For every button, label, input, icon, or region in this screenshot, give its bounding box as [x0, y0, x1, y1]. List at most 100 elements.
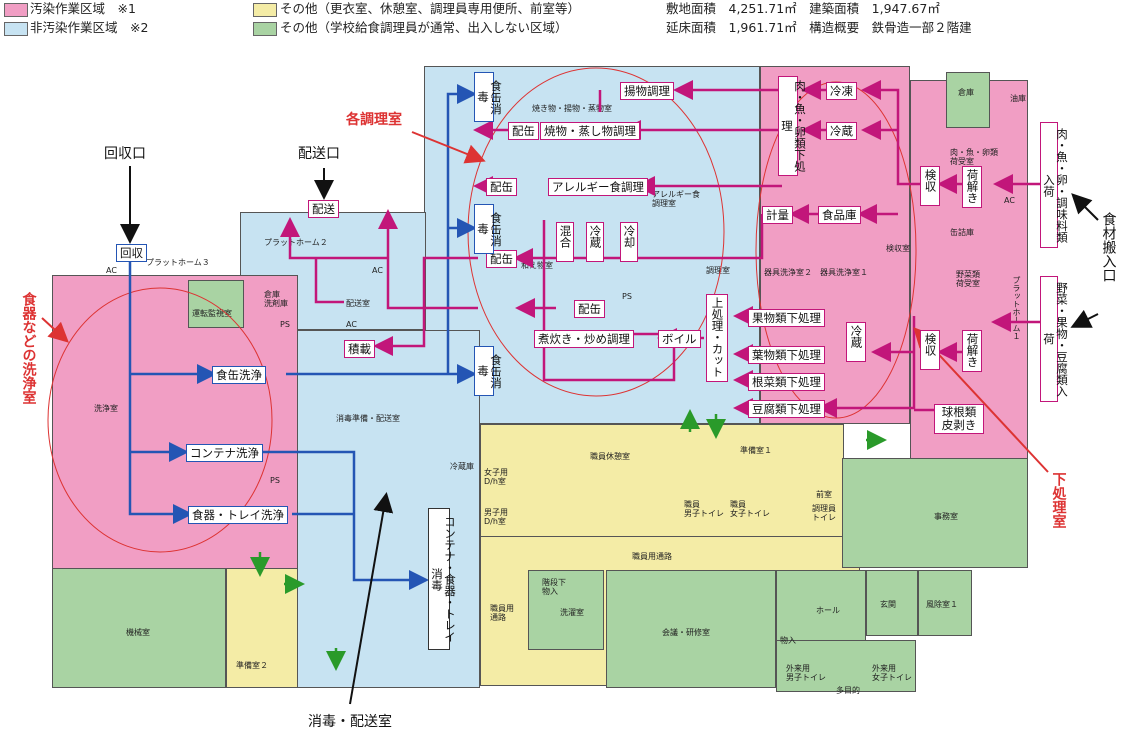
callout-shokuzai: 食材搬入口	[1100, 212, 1117, 286]
ps-label-2: PS	[622, 292, 632, 301]
room-name-fujo: 風除室１	[926, 600, 958, 609]
site-info-row2: 延床面積 1,961.71㎡ 構造概要 鉄骨造一部２階建	[666, 20, 972, 35]
room-name-soko-senjo: 倉庫 洗剤庫	[264, 290, 288, 308]
label-nimono: 煮炊き・炒め調理	[534, 330, 634, 348]
room-name-gairai-danshi: 外来用 男子トイレ	[786, 664, 826, 682]
callout-shokuzai-text: 食材搬入口	[1100, 212, 1117, 282]
room-name-platform2: プラットホーム２	[264, 238, 328, 247]
room-name-shokuin-joshi: 職員 女子トイレ	[730, 500, 770, 518]
callout-shokkinado: 食器などの洗浄室	[20, 292, 37, 408]
label-nitoki-1: 荷解き	[962, 166, 982, 208]
label-yosai: 葉物類下処理	[748, 346, 825, 364]
label-konsai: 根菜類下処理	[748, 373, 825, 391]
room-kenshu-east	[910, 80, 1028, 460]
legend-clean: 非汚染作業区域 ※2	[30, 20, 149, 35]
room-name-chori: 調理室	[706, 266, 730, 275]
room-soko	[946, 72, 990, 128]
label-reikyaku-text: 冷却	[622, 225, 637, 248]
room-name-kaigi: 会議・研修室	[662, 628, 710, 637]
label-niku-text: 肉・魚・卵類下処理	[780, 80, 807, 172]
room-name-monoire: 物入	[780, 636, 796, 645]
legend-swatch-staff	[253, 3, 277, 17]
label-shokkan-senjo: 食缶洗浄	[212, 366, 266, 384]
legend-swatch-other	[253, 22, 277, 36]
ac-label-2: AC	[372, 266, 383, 275]
room-name-gairai-joshi: 外来用 女子トイレ	[872, 664, 912, 682]
callout-haisoguchi: 配送口	[298, 146, 340, 162]
room-name-kaidanka: 階段下 物入	[542, 578, 566, 596]
callout-shokkinado-text: 食器などの洗浄室	[20, 292, 37, 404]
room-name-kigu2: 器具洗浄室２	[764, 268, 812, 277]
room-jimu	[842, 458, 1028, 568]
room-name-kigu1: 器具洗浄室１	[820, 268, 868, 277]
legend-staff: その他（更衣室、休憩室、調理員専用便所、前室等）	[280, 1, 581, 16]
room-name-shodoku: 消毒準備・配送室	[336, 414, 400, 423]
label-allergy: アレルギー食調理	[548, 178, 648, 196]
label-nitoki-2-text: 荷解き	[965, 333, 980, 368]
room-name-niku-niuke: 肉・魚・卵類 荷受室	[950, 148, 998, 166]
label-haikan-3: 配缶	[486, 250, 517, 268]
ac-label-4: AC	[346, 320, 357, 329]
room-name-kikai: 機械室	[126, 628, 150, 637]
room-name-tsuro2: 職員用 通路	[490, 604, 514, 622]
room-name-soko: 倉庫	[958, 88, 974, 97]
legend-swatch-clean	[4, 22, 28, 36]
label-niku-nyuka: 肉・魚・卵・調味料類入荷	[1040, 122, 1069, 248]
ps-label-3: PS	[270, 476, 280, 485]
room-name-platform3: プラットホーム３	[146, 258, 210, 267]
label-yakimono: 焼物・蒸し物調理	[540, 122, 640, 140]
label-shokkan-shodoku-3: 食缶消毒	[474, 346, 503, 396]
room-genkan	[866, 570, 918, 636]
label-reizo-3-text: 冷蔵	[849, 325, 864, 348]
label-kongo-text: 混合	[558, 225, 573, 248]
label-niku: 肉・魚・卵類下処理	[778, 76, 807, 176]
label-reizo-2: 冷蔵	[586, 222, 604, 262]
label-kyukon: 球根類皮剥き	[934, 404, 984, 434]
label-shokkan-shodoku-1-text: 食缶消毒	[476, 79, 503, 115]
label-kabutsu: 果物類下処理	[748, 309, 825, 327]
ps-label-1: PS	[280, 320, 290, 329]
room-toilets	[776, 640, 916, 692]
room-name-unten: 運転監視室	[192, 309, 232, 318]
room-name-yakimono: 焼き物・揚物・蒸物室	[532, 104, 612, 113]
room-name-joshi-dh: 女子用 D/h室	[484, 468, 508, 486]
legend-other: その他（学校給食調理員が通常、出入しない区域）	[280, 20, 568, 35]
callout-shitashori-text: 下処理室	[1050, 472, 1067, 528]
room-name-chori-toilet: 調理員 トイレ	[812, 504, 836, 522]
label-container-shodoku-text: コンテナ・食器・トレイ消毒	[430, 515, 457, 643]
label-agemono: 揚物調理	[620, 82, 674, 100]
label-reito: 冷凍	[826, 82, 857, 100]
label-kenshu-2-text: 検収	[923, 333, 938, 356]
room-name-allergy: アレルギー食 調理室	[652, 190, 700, 208]
label-nitoki-1-text: 荷解き	[965, 169, 980, 204]
room-name-tsuro: 職員用通路	[632, 552, 672, 561]
room-kaigi	[606, 570, 776, 688]
room-kikai	[52, 568, 226, 688]
room-name-haisoshitsu: 配送室	[346, 299, 370, 308]
callout-kaishuguchi: 回収口	[104, 146, 146, 162]
room-name-reizoko: 冷蔵庫	[450, 462, 474, 471]
label-kongo: 混合	[556, 222, 574, 262]
room-fujo	[918, 570, 972, 636]
label-container-senjo: コンテナ洗浄	[186, 444, 263, 462]
legend-dirty: 汚染作業区域 ※1	[30, 1, 136, 16]
label-kenshu-2: 検収	[920, 330, 940, 370]
room-name-platform1: プラットホーム１	[1012, 276, 1021, 340]
label-shokki-tray: 食器・トレイ洗浄	[188, 506, 288, 524]
room-name-wako: 和え物室	[521, 261, 553, 270]
ac-label-3: AC	[1004, 196, 1015, 205]
ac-label-1: AC	[106, 266, 117, 275]
label-reizo-2-text: 冷蔵	[588, 225, 603, 248]
room-kaidanka	[528, 570, 604, 650]
callout-kakuchorishitsu: 各調理室	[346, 112, 402, 128]
room-name-junbi2: 準備室２	[236, 661, 268, 670]
label-boil: ボイル	[658, 330, 701, 348]
room-name-kenshu: 検収室	[886, 244, 910, 253]
label-nitoki-2: 荷解き	[962, 330, 982, 372]
room-name-danshi-dh: 男子用 D/h室	[484, 508, 508, 526]
label-haiso: 配送	[308, 200, 339, 218]
label-shokkan-shodoku-3-text: 食缶消毒	[476, 353, 503, 389]
room-unten	[188, 280, 244, 328]
label-shokkan-shodoku-2-text: 食缶消毒	[476, 211, 503, 247]
